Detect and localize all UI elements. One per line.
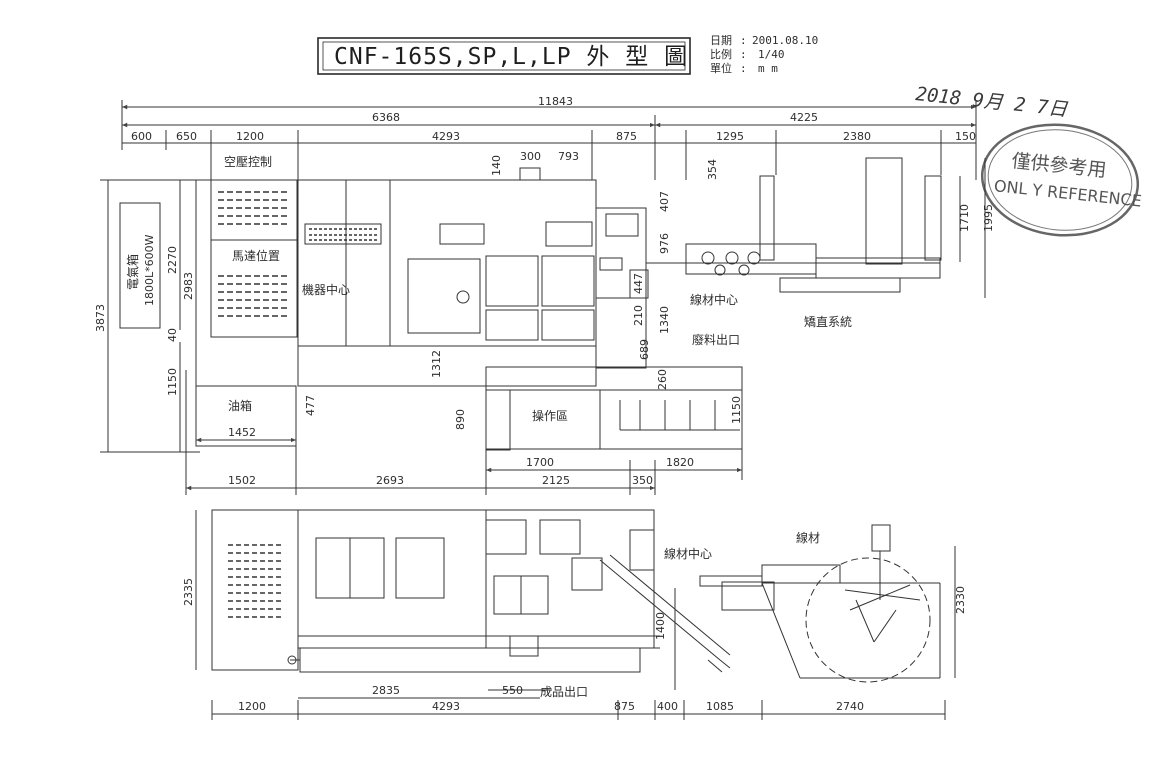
label-operation-area: 操作區 <box>532 408 568 423</box>
stamp-seal-icon: 僅供參考用 ONL Y REFERENCE <box>980 123 1143 237</box>
dim-1150-right: 1150 <box>730 396 743 424</box>
scale-value: 1/40 <box>758 48 785 61</box>
dim-side-4293: 4293 <box>432 700 460 713</box>
dim-875: 875 <box>616 130 637 143</box>
dim-6368: 6368 <box>372 111 400 124</box>
meta-block: 日期 : 2001.08.10 比例 : 1/40 單位 : m m <box>710 34 818 75</box>
date-value: 2001.08.10 <box>752 34 818 47</box>
label-wire-center-side: 線材中心 <box>664 546 712 561</box>
dim-side-1085: 1085 <box>706 700 734 713</box>
dim-side-875: 875 <box>614 700 635 713</box>
plan-view <box>100 100 986 495</box>
dim-2380: 2380 <box>843 130 871 143</box>
dim-550: 550 <box>502 684 523 697</box>
dim-4293: 4293 <box>432 130 460 143</box>
dim-1150-left: 1150 <box>166 368 179 396</box>
dim-side-1200: 1200 <box>238 700 266 713</box>
conveyor-chute-icon <box>599 554 731 673</box>
dim-2693: 2693 <box>376 474 404 487</box>
dim-1502: 1502 <box>228 474 256 487</box>
dim-260: 260 <box>656 369 669 390</box>
dim-976: 976 <box>658 233 671 254</box>
dim-1700: 1700 <box>526 456 554 469</box>
label-electric-box: 電氣箱 <box>125 254 140 290</box>
dim-350: 350 <box>632 474 653 487</box>
scale-label: 比例 <box>710 47 732 61</box>
dim-3873: 3873 <box>94 304 107 332</box>
dim-447: 447 <box>632 273 645 294</box>
dim-2835: 2835 <box>372 684 400 697</box>
dim-300: 300 <box>520 150 541 163</box>
side-labels: 線材中心 線材 成品出口 <box>540 530 820 699</box>
stamp-line1: 僅供參考用 <box>1011 150 1108 182</box>
dim-600: 600 <box>131 130 152 143</box>
dim-1340: 1340 <box>658 306 671 334</box>
dim-650: 650 <box>176 130 197 143</box>
coil-reel-icon <box>805 524 931 683</box>
dim-890: 890 <box>454 409 467 430</box>
unit-value: m m <box>758 62 778 75</box>
dim-2330: 2330 <box>954 586 967 614</box>
dim-2335: 2335 <box>182 578 195 606</box>
side-dimensions: 2335 2330 1400 2835 550 1200 4293 875 40… <box>182 578 967 713</box>
label-wire-center-top: 線材中心 <box>690 292 738 307</box>
dim-1400: 1400 <box>654 612 667 640</box>
label-air-control: 空壓控制 <box>224 155 272 169</box>
dim-1995: 1995 <box>982 204 995 232</box>
plan-dimensions: 11843 6368 4225 600 650 1200 4293 875 12… <box>94 95 995 487</box>
label-motor-position: 馬達位置 <box>232 248 280 263</box>
plan-labels: 空壓控制 馬達位置 電氣箱 1800L*600W 機器中心 線材中心 矯直系統 … <box>125 155 852 423</box>
dim-477: 477 <box>304 395 317 416</box>
drawing-title: CNF-165S,SP,L,LP 外 型 圖 <box>334 44 688 70</box>
title-block: CNF-165S,SP,L,LP 外 型 圖 <box>317 37 691 75</box>
dim-1710: 1710 <box>958 204 971 232</box>
stamp-line2: ONL Y REFERENCE <box>993 176 1143 210</box>
label-machine-center: 機器中心 <box>302 282 350 297</box>
dim-4225: 4225 <box>790 111 818 124</box>
svg-text::: : <box>740 62 747 75</box>
dim-407: 407 <box>658 191 671 212</box>
dim-140: 140 <box>490 155 503 176</box>
dim-150: 150 <box>955 130 976 143</box>
dim-354: 354 <box>706 159 719 180</box>
side-view <box>195 509 956 720</box>
date-label: 日期 <box>710 34 732 47</box>
dim-1295: 1295 <box>716 130 744 143</box>
label-product-exit: 成品出口 <box>540 685 588 699</box>
svg-text::: : <box>740 34 747 47</box>
unit-label: 單位 <box>710 61 732 75</box>
dim-210: 210 <box>632 305 645 326</box>
label-wire: 線材 <box>796 530 820 545</box>
dim-1452: 1452 <box>228 426 256 439</box>
dim-2983: 2983 <box>182 272 195 300</box>
dim-1820: 1820 <box>666 456 694 469</box>
dim-1200: 1200 <box>236 130 264 143</box>
received-date-stamp: 2018 9月 2 7日 <box>914 83 1069 121</box>
dim-40: 40 <box>166 328 179 342</box>
dim-side-2740: 2740 <box>836 700 864 713</box>
label-scrap-exit: 廢料出口 <box>692 332 740 347</box>
label-oil-tank: 油箱 <box>228 398 252 413</box>
svg-text::: : <box>740 48 747 61</box>
dim-2270: 2270 <box>166 246 179 274</box>
dim-2125: 2125 <box>542 474 570 487</box>
dim-overall: 11843 <box>538 95 573 108</box>
dim-793: 793 <box>558 150 579 163</box>
dim-1312: 1312 <box>430 350 443 378</box>
dim-side-400: 400 <box>657 700 678 713</box>
label-electric-box-size: 1800L*600W <box>143 234 156 306</box>
dim-689: 689 <box>638 339 651 360</box>
label-straightener: 矯直系統 <box>804 315 852 329</box>
